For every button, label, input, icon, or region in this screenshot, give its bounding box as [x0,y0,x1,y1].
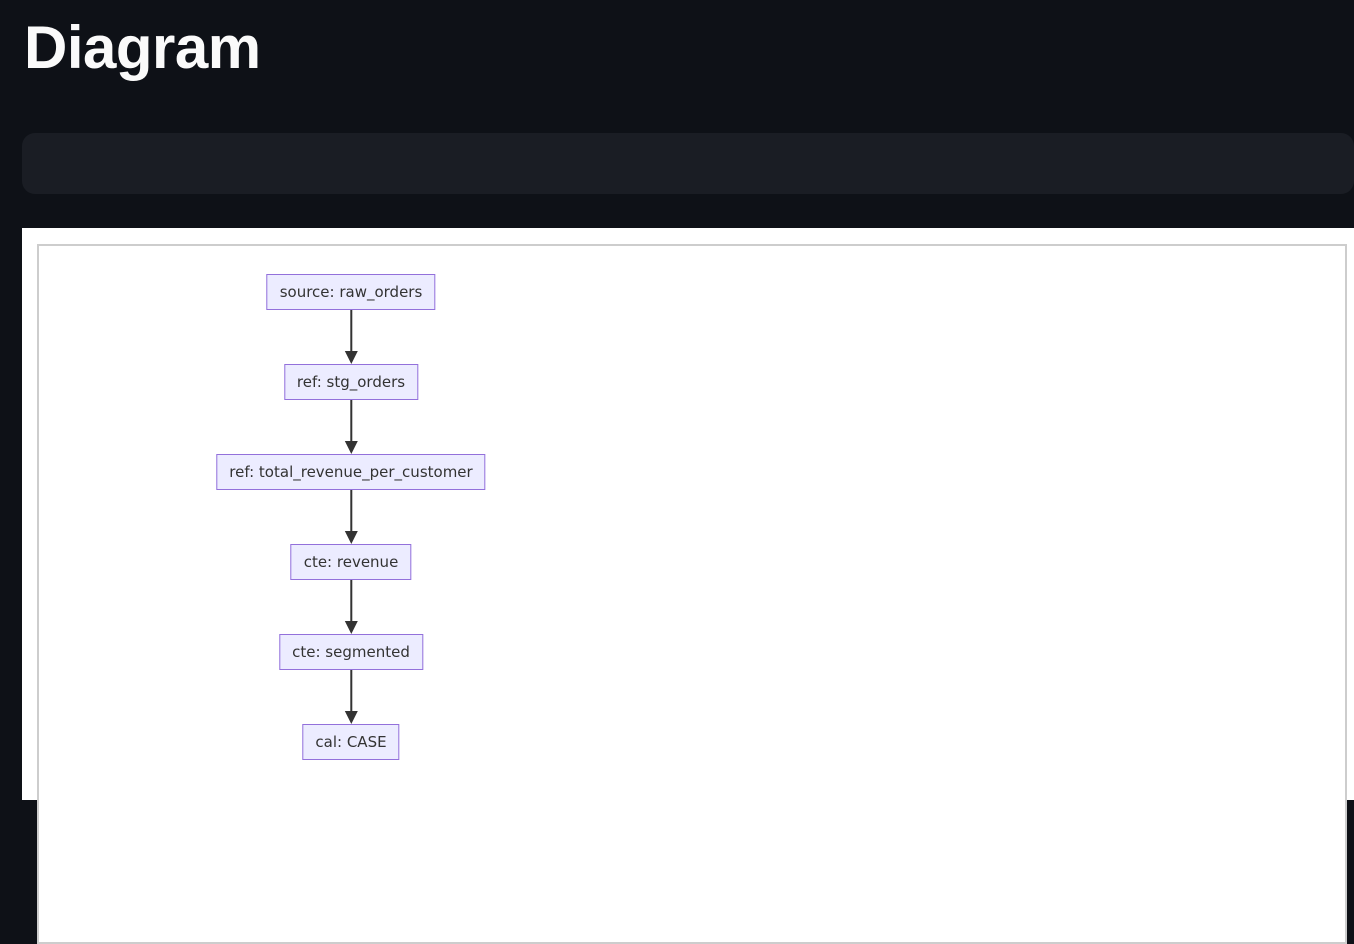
arrow-down-icon [344,490,358,544]
app-header: Diagram [0,0,1354,86]
flowchart-node-source_raw_orders: source: raw_orders [267,274,436,310]
arrow-down-icon [344,310,358,364]
flowchart-node-ref_stg_orders: ref: stg_orders [284,364,418,400]
flowchart: source: raw_orders ref: stg_orders ref: to… [216,274,485,760]
arrow-down-icon [344,580,358,634]
flowchart-node-cte_revenue: cte: revenue [291,544,412,580]
flowchart-node-ref_total_revenue_per_customer: ref: total_revenue_per_customer [216,454,485,490]
diagram-frame: source: raw_orders ref: stg_orders ref: to… [37,244,1347,944]
page-title: Diagram [24,10,1354,86]
arrow-down-icon [344,670,358,724]
toolbar-placeholder [22,133,1354,194]
flowchart-node-cal_case: cal: CASE [302,724,399,760]
diagram-panel: source: raw_orders ref: stg_orders ref: to… [22,228,1354,800]
flowchart-node-cte_segmented: cte: segmented [279,634,423,670]
arrow-down-icon [344,400,358,454]
